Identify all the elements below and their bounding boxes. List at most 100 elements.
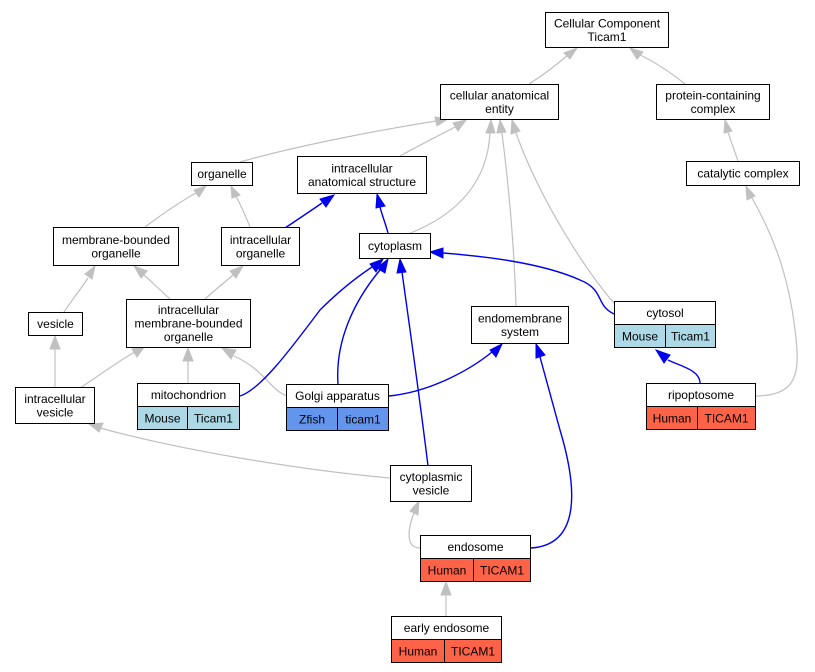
arrowhead xyxy=(84,264,96,280)
node-label-line: cytoplasm xyxy=(368,239,422,253)
edge-cyto-to-cae xyxy=(407,132,491,235)
node-label-line: organelle xyxy=(164,330,214,344)
edge-imbo-to-io xyxy=(204,274,234,300)
arrowhead xyxy=(182,346,194,362)
node-label-line: catalytic complex xyxy=(697,167,788,181)
arrowhead xyxy=(745,184,756,201)
node-cytoplasm[interactable]: cytoplasm xyxy=(359,233,431,259)
node-box xyxy=(221,227,300,266)
edge-org-to-cae xyxy=(239,120,437,163)
edge-golgi-to-endo xyxy=(388,351,493,397)
node-box xyxy=(686,161,800,186)
node-label-line: membrane-bounded xyxy=(62,233,170,247)
species-label: Mouse xyxy=(622,330,658,344)
edge-cyto-to-ias xyxy=(379,206,389,234)
node-catalytic-complex[interactable]: catalytic complex xyxy=(686,161,800,186)
node-label-line: intracellular xyxy=(24,392,85,406)
arrowhead xyxy=(510,118,521,135)
node-label-line: vesicle xyxy=(413,483,450,497)
node-label-line: organelle xyxy=(91,246,141,260)
edge-cat-to-pcc xyxy=(727,131,739,162)
arrowhead xyxy=(452,119,468,132)
arrowhead xyxy=(563,46,579,60)
node-box xyxy=(471,306,569,344)
arrowhead xyxy=(485,118,496,134)
node-box xyxy=(656,84,770,120)
edge-golgi-to-imbo xyxy=(233,355,288,397)
edge-pcc-to-cc xyxy=(639,54,686,85)
gene-label: Ticam1 xyxy=(194,412,233,426)
node-label-line: anatomical structure xyxy=(308,175,416,189)
edge-rip-to-cytosol xyxy=(667,359,701,384)
edge-cv-to-iv xyxy=(99,427,391,479)
node-label-line: system xyxy=(501,325,539,339)
node-box xyxy=(191,162,253,186)
gene-cell xyxy=(444,639,502,663)
edges-is-a xyxy=(49,46,798,616)
node-box xyxy=(28,312,83,336)
species-label: Zfish xyxy=(299,413,325,427)
arrowhead xyxy=(229,265,245,279)
edge-mbo-to-org xyxy=(144,192,197,228)
edge-endos-to-cv xyxy=(408,512,421,549)
arrowhead xyxy=(230,184,241,199)
node-label-line: organelle xyxy=(197,167,247,181)
species-label: Mouse xyxy=(144,412,180,426)
arrowhead xyxy=(628,47,644,60)
node-label-line: mitochondrion xyxy=(151,388,226,402)
arrowhead xyxy=(535,342,546,359)
arrowhead xyxy=(319,194,336,208)
node-label-line: endomembrane xyxy=(478,311,562,325)
species-label: Human xyxy=(428,564,467,578)
gene-label: Ticam1 xyxy=(671,330,710,344)
edge-iv-to-imbo xyxy=(79,351,136,389)
arrowhead xyxy=(489,342,504,358)
edge-cae-to-cc xyxy=(528,54,569,85)
edge-ias-to-cae xyxy=(399,126,456,157)
edge-imbo-to-mbo xyxy=(143,274,171,300)
arrowhead xyxy=(654,349,671,364)
arrowhead xyxy=(428,247,444,259)
node-organelle[interactable]: organelle xyxy=(191,162,253,186)
node-label-line: entity xyxy=(485,102,514,116)
edge-endos-to-endo xyxy=(530,356,573,549)
edge-cytosol-to-cae xyxy=(515,132,627,317)
node-label-line: intracellular xyxy=(230,233,291,247)
edge-ves-to-mbo xyxy=(63,277,89,313)
node-vesicle[interactable]: vesicle xyxy=(28,312,83,336)
node-box xyxy=(297,156,427,194)
node-label-line: endosome xyxy=(447,540,503,554)
species-label: Human xyxy=(399,645,438,659)
node-label-line: intracellular xyxy=(331,161,392,175)
node-label-line: protein-containing xyxy=(665,88,760,102)
node-label-line: Ticam1 xyxy=(588,30,627,44)
edges-part-of xyxy=(239,192,701,549)
node-label-line: complex xyxy=(691,102,736,116)
gene-cell xyxy=(665,324,716,348)
arrowhead xyxy=(220,347,237,360)
arrowhead xyxy=(193,185,208,198)
node-label-line: vesicle xyxy=(37,317,74,331)
edge-cytosol-to-cyto xyxy=(442,252,615,315)
arrowhead xyxy=(132,265,148,279)
edge-endo-to-cae xyxy=(501,132,517,307)
arrowhead xyxy=(376,257,389,274)
